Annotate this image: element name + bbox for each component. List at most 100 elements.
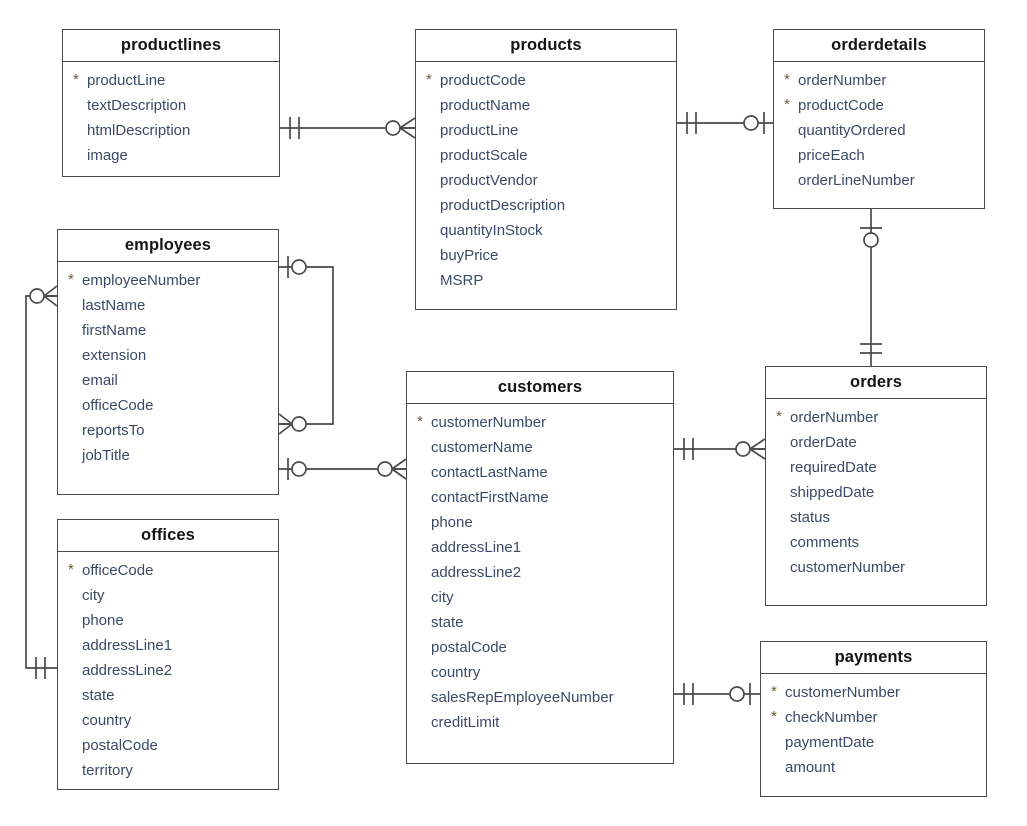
attribute-name: productVendor bbox=[440, 172, 538, 189]
attribute-row: postalCode bbox=[407, 635, 673, 660]
entity-products[interactable]: products * productCode productName productLi… bbox=[415, 29, 677, 310]
attribute-name: status bbox=[790, 509, 831, 526]
connector-products-orderdetails bbox=[677, 112, 773, 134]
entity-title-products: products bbox=[416, 30, 676, 62]
attribute-row: reportsTo bbox=[58, 418, 278, 443]
primary-key-marker-icon: * bbox=[426, 71, 432, 88]
attribute-row: textDescription bbox=[63, 93, 279, 118]
attribute-row: shippedDate bbox=[766, 480, 986, 505]
attribute-row-pk: *orderNumber bbox=[766, 405, 986, 430]
attribute-name: productName bbox=[440, 97, 531, 114]
attribute-name: postalCode bbox=[431, 639, 507, 656]
attribute-row: comments bbox=[766, 530, 986, 555]
attribute-name: htmlDescription bbox=[87, 122, 191, 139]
attribute-name: firstName bbox=[82, 322, 147, 339]
attribute-name: buyPrice bbox=[440, 247, 499, 264]
attribute-row: salesRepEmployeeNumber bbox=[407, 685, 673, 710]
attribute-name: jobTitle bbox=[82, 447, 130, 464]
attribute-name: lastName bbox=[82, 297, 146, 314]
attribute-name: quantityInStock bbox=[440, 222, 543, 239]
primary-key-marker-icon: * bbox=[73, 71, 79, 88]
attribute-name: salesRepEmployeeNumber bbox=[431, 689, 614, 706]
attribute-name: country bbox=[431, 664, 481, 681]
attribute-row: orderDate bbox=[766, 430, 986, 455]
entity-title-employees: employees bbox=[58, 230, 278, 262]
connector-offices-employees bbox=[25, 285, 58, 679]
attribute-row: firstName bbox=[58, 318, 278, 343]
connector-customers-payments bbox=[674, 683, 760, 705]
attribute-row: postalCode bbox=[58, 733, 278, 758]
attribute-row: productScale bbox=[416, 143, 676, 168]
attribute-name: email bbox=[82, 372, 118, 389]
entity-employees[interactable]: employees *employeeNumber lastName firstNam… bbox=[57, 229, 279, 495]
attribute-name: orderNumber bbox=[798, 72, 887, 89]
attribute-row: state bbox=[407, 610, 673, 635]
attribute-row: state bbox=[58, 683, 278, 708]
attribute-row: quantityOrdered bbox=[774, 118, 984, 143]
attribute-name: comments bbox=[790, 534, 860, 551]
attribute-name: contactLastName bbox=[431, 464, 548, 481]
attribute-name: productScale bbox=[440, 147, 528, 164]
attribute-name: addressLine1 bbox=[82, 637, 173, 654]
entity-title-productlines: productlines bbox=[63, 30, 279, 62]
attribute-row: htmlDescription bbox=[63, 118, 279, 143]
attribute-row: phone bbox=[58, 608, 278, 633]
attribute-name: customerNumber bbox=[785, 684, 901, 701]
attribute-row: creditLimit bbox=[407, 710, 673, 735]
attribute-name: postalCode bbox=[82, 737, 158, 754]
attribute-row-pk: *employeeNumber bbox=[58, 268, 278, 293]
attribute-row: territory bbox=[58, 758, 278, 783]
attribute-name: phone bbox=[431, 514, 473, 531]
connector-productlines-products bbox=[280, 117, 416, 139]
attribute-name: customerName bbox=[431, 439, 533, 456]
attribute-row: contactFirstName bbox=[407, 485, 673, 510]
attribute-name: state bbox=[82, 687, 115, 704]
attribute-name: amount bbox=[785, 759, 836, 776]
attribute-row: orderLineNumber bbox=[774, 168, 984, 193]
attribute-name: productCode bbox=[440, 72, 526, 89]
attribute-row: productVendor bbox=[416, 168, 676, 193]
attribute-name: city bbox=[431, 589, 454, 606]
connector-employees-customers bbox=[279, 458, 407, 480]
attribute-name: state bbox=[431, 614, 464, 631]
attribute-name: reportsTo bbox=[82, 422, 145, 439]
attribute-name: country bbox=[82, 712, 132, 729]
attribute-name: productLine bbox=[440, 122, 519, 139]
attribute-row: customerNumber bbox=[766, 555, 986, 580]
primary-key-marker-icon: * bbox=[776, 408, 782, 425]
attribute-name: MSRP bbox=[440, 272, 484, 289]
attribute-row: extension bbox=[58, 343, 278, 368]
primary-key-marker-icon: * bbox=[784, 96, 790, 113]
entity-productlines[interactable]: productlines * productLine textDescription h… bbox=[62, 29, 280, 177]
attribute-name: city bbox=[82, 587, 105, 604]
attribute-list-products: * productCode productName productLine produc… bbox=[416, 62, 676, 299]
attribute-name: customerNumber bbox=[790, 559, 906, 576]
attribute-row-pk: * productLine bbox=[63, 68, 279, 93]
attribute-row-pk: *productCode bbox=[774, 93, 984, 118]
attribute-row: paymentDate bbox=[761, 730, 986, 755]
attribute-name: shippedDate bbox=[790, 484, 875, 501]
attribute-name: phone bbox=[82, 612, 124, 629]
attribute-name: officeCode bbox=[82, 562, 154, 579]
attribute-name: orderLineNumber bbox=[798, 172, 915, 189]
attribute-row: addressLine1 bbox=[407, 535, 673, 560]
attribute-name: customerNumber bbox=[431, 414, 547, 431]
attribute-name: creditLimit bbox=[431, 714, 500, 731]
attribute-row: amount bbox=[761, 755, 986, 780]
attribute-row: lastName bbox=[58, 293, 278, 318]
attribute-row-pk: * productCode bbox=[416, 68, 676, 93]
attribute-row: requiredDate bbox=[766, 455, 986, 480]
attribute-name: productLine bbox=[87, 72, 166, 89]
